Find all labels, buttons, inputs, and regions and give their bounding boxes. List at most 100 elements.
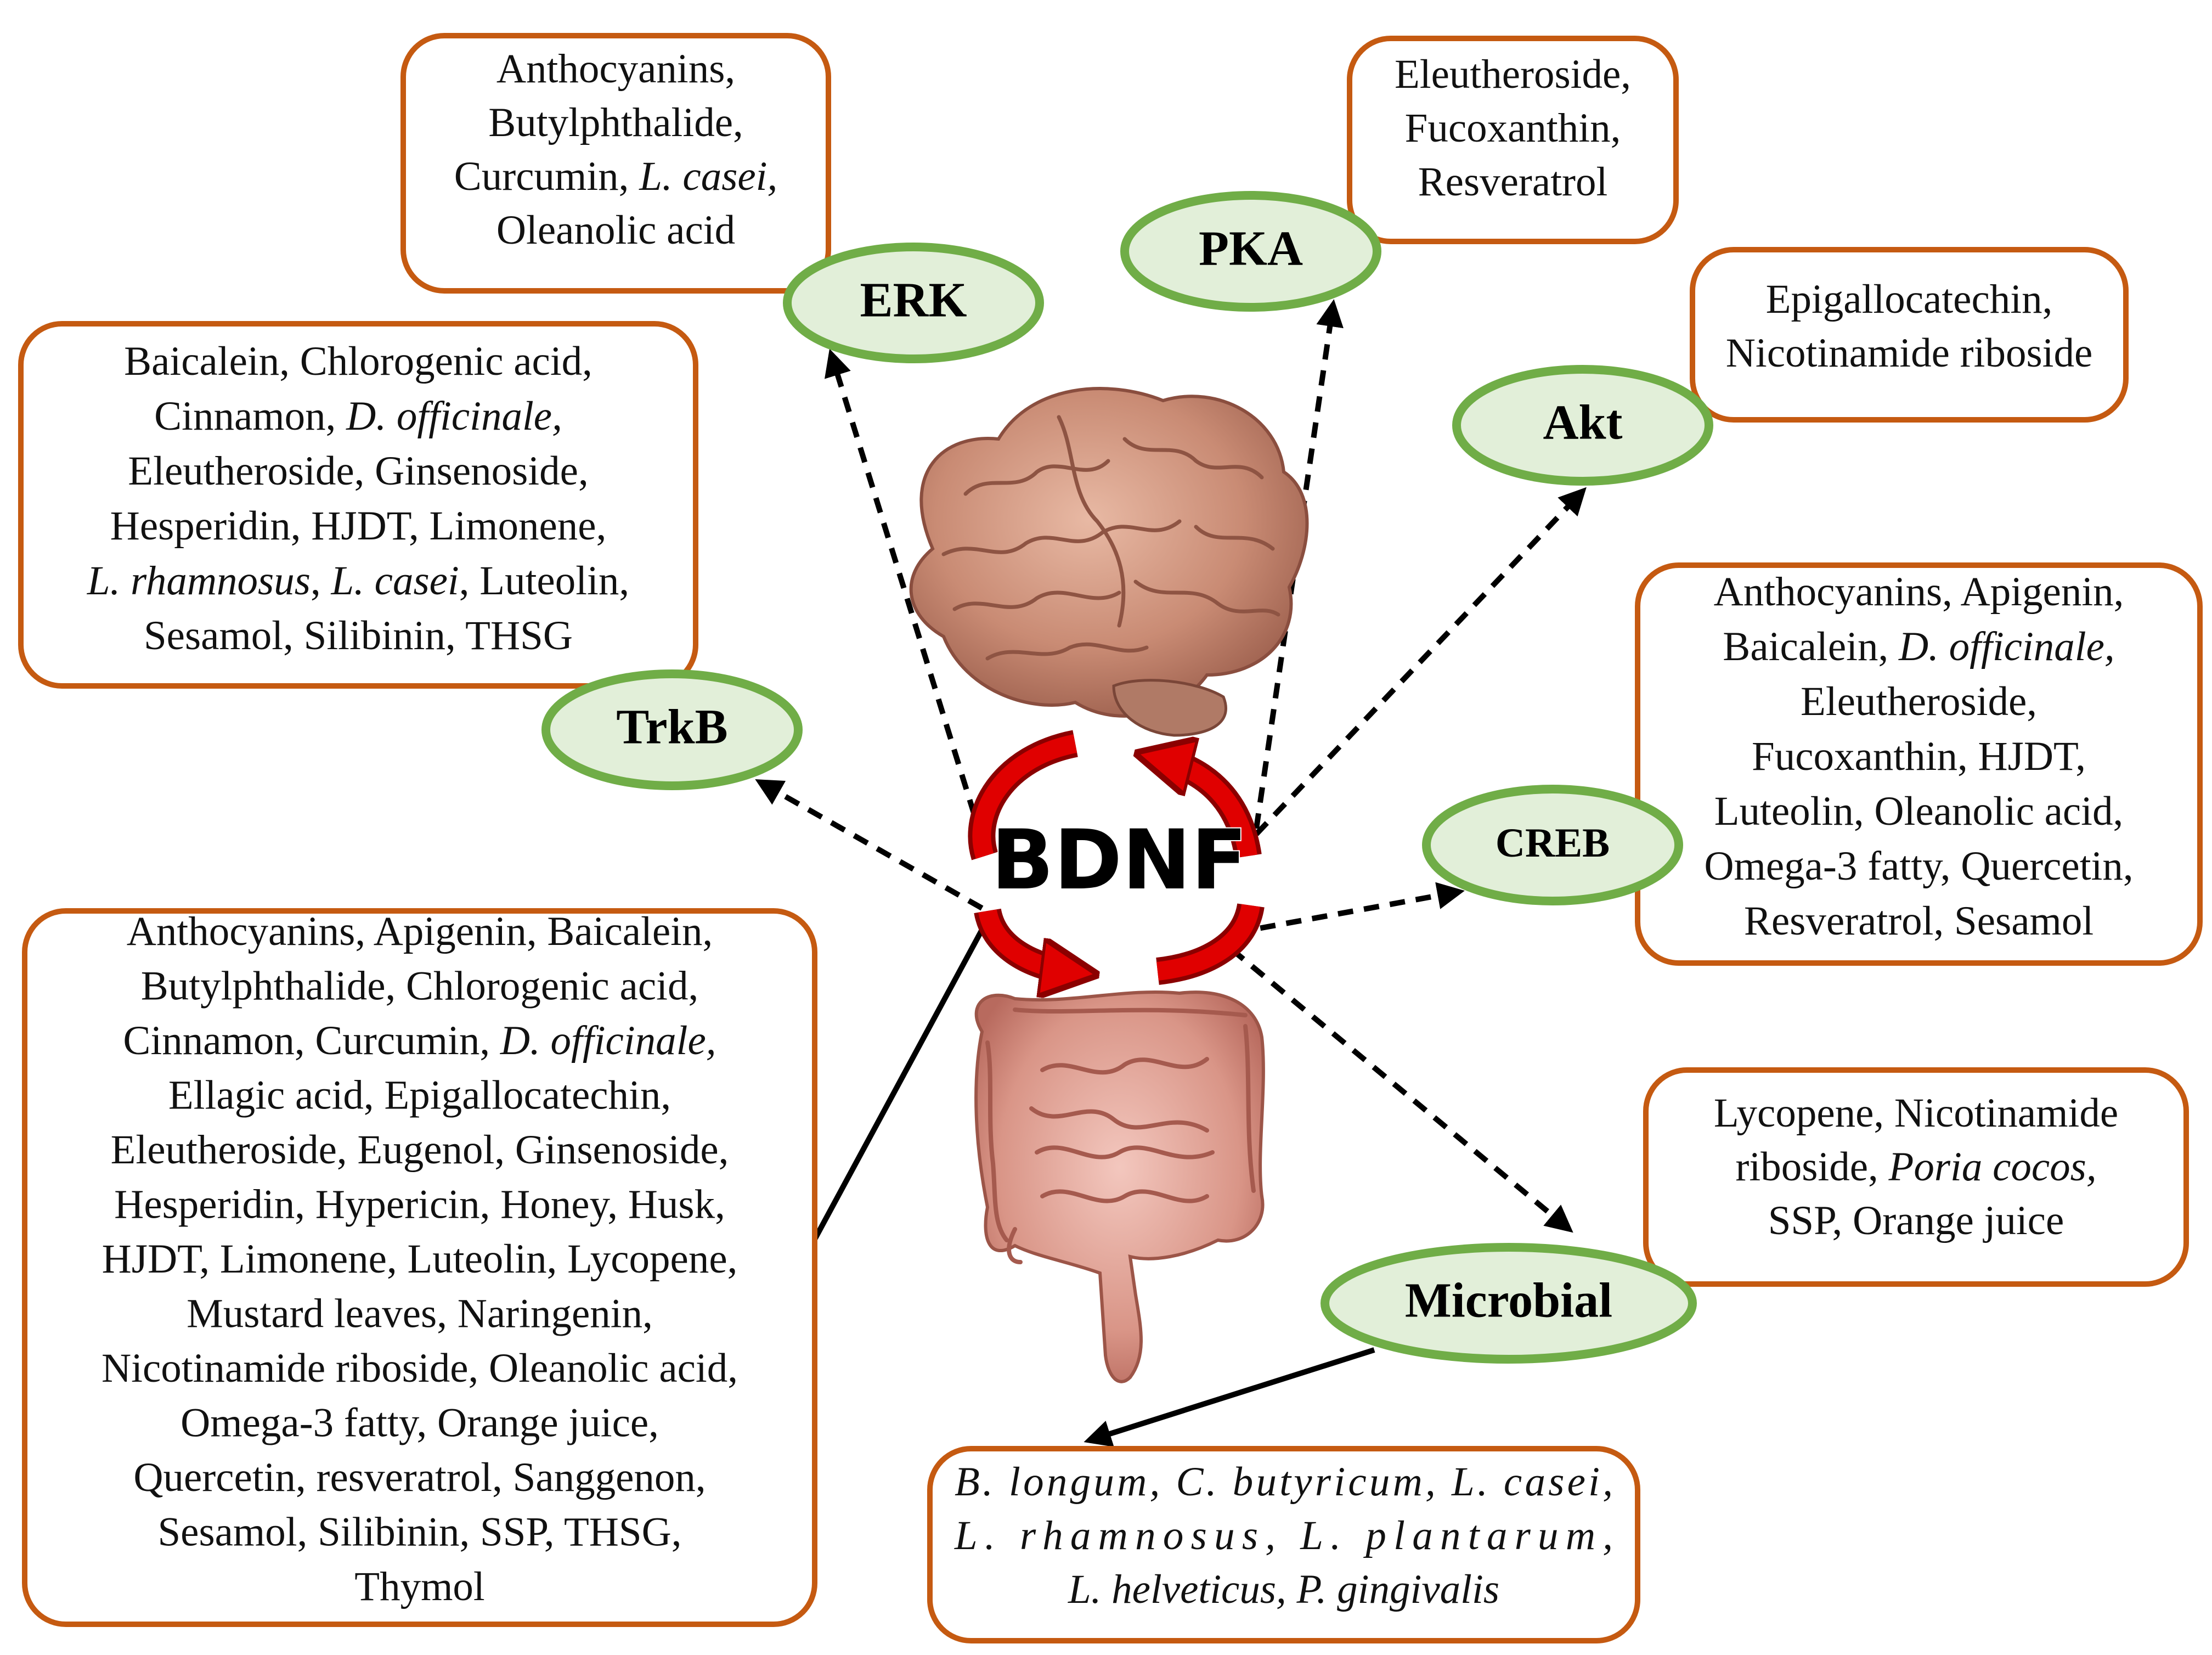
box-trkb-line: Hesperidin, HJDT, Limonene, (110, 503, 607, 549)
box-gut-compounds-line: Cinnamon, Curcumin, D. officinale, (123, 1018, 716, 1063)
oval-microbial: Microbial (1321, 1243, 1697, 1364)
compound-text: Oleanolic acid (496, 207, 735, 253)
compound-text: D. officinale, (500, 1018, 716, 1063)
compound-text: Mustard leaves, Naringenin, (187, 1291, 653, 1337)
oval-creb: CREB (1422, 785, 1683, 905)
compound-text: Omega-3 fatty, Orange juice, (180, 1400, 659, 1446)
box-creb-line: Anthocyanins, Apigenin, (1714, 569, 2124, 615)
oval-trkb-label: TrkB (616, 700, 727, 755)
oval-creb-label: CREB (1496, 820, 1610, 866)
box-gut-compounds-line: Sesamol, Silibinin, SSP, THSG, (157, 1510, 681, 1555)
box-microbial: Lycopene, Nicotinamide riboside, Poria co… (1643, 1067, 2189, 1287)
box-akt: Epigallocatechin, Nicotinamide riboside (1690, 247, 2129, 423)
box-pka-line: Fucoxanthin, (1405, 105, 1621, 151)
compound-text: Ellagic acid, Epigallocatechin, (168, 1073, 671, 1118)
box-gut-compounds: Anthocyanins, Apigenin, Baicalein, Butylp… (22, 908, 817, 1627)
oval-pka-shape (1120, 191, 1381, 312)
compound-text: Quercetin, resveratrol, Sanggenon, (133, 1455, 706, 1500)
compound-text: Eleutheroside, Eugenol, Ginsenoside, (111, 1127, 729, 1173)
box-creb-line: Fucoxanthin, HJDT, (1752, 734, 2086, 779)
arrow-to-creb (1234, 882, 1465, 936)
compound-text: riboside, (1735, 1144, 1888, 1190)
compound-text: Curcumin, (454, 154, 639, 199)
box-gut-compounds-line: Anthocyanins, Apigenin, Baicalein, (127, 909, 713, 954)
compound-text: Sesamol, Silibinin, SSP, THSG, (157, 1510, 681, 1555)
compound-text: D. officinale, (346, 393, 562, 439)
compound-text: D. officinale, (1898, 624, 2115, 669)
compound-text: Lycopene, Nicotinamide (1714, 1090, 2118, 1136)
box-gut-compounds-line: Hesperidin, Hypericin, Honey, Husk, (114, 1182, 725, 1228)
box-akt-line: Nicotinamide riboside (1726, 330, 2093, 376)
box-trkb-border (18, 321, 698, 689)
box-trkb: Baicalein, Chlorogenic acid, Cinnamon, D.… (18, 321, 698, 689)
arrow-to-trkb (755, 779, 984, 911)
box-bacteria-line: L. helveticus, P. gingivalis (1068, 1567, 1499, 1612)
box-erk-line: Curcumin, L. casei, (454, 154, 778, 199)
compound-text: Epigallocatechin, (1766, 277, 2053, 322)
oval-microbial-shape (1321, 1243, 1697, 1364)
oval-erk-shape (783, 243, 1044, 363)
compound-text: L. rhamnosus, L. plantarum, (954, 1513, 1613, 1558)
box-microbial-line: SSP, Orange juice (1768, 1198, 2064, 1243)
box-pka: Eleutheroside,Fucoxanthin,Resveratrol (1347, 36, 1679, 244)
box-gut-compounds-line: Thymol (354, 1564, 485, 1609)
oval-erk: ERK (783, 243, 1044, 363)
box-gut-compounds-line: Ellagic acid, Epigallocatechin, (168, 1073, 671, 1118)
box-gut-compounds-line: Butylphthalide, Chlorogenic acid, (141, 964, 698, 1009)
compound-text: Eleutheroside, Ginsenoside, (128, 448, 588, 494)
oval-akt-label: Akt (1543, 396, 1622, 450)
compound-text: Eleutheroside, (1801, 679, 2037, 724)
center-label: BDNF (991, 813, 1248, 908)
box-creb: Anthocyanins, Apigenin, Baicalein, D. off… (1635, 562, 2203, 966)
arrow-to-bacteria-box (1084, 1347, 1375, 1447)
box-gut-compounds-border (22, 908, 817, 1627)
arrow-to-erk (824, 348, 985, 841)
oval-pka-label: PKA (1199, 222, 1303, 276)
compound-text: Resveratrol, Sesamol (1744, 898, 2094, 944)
box-pka-border (1347, 36, 1679, 244)
box-trkb-line: Cinnamon, D. officinale, (154, 393, 562, 439)
compound-text: Butylphthalide, Chlorogenic acid, (141, 964, 698, 1009)
compound-text: Luteolin, Oleanolic acid, (1714, 789, 2124, 834)
box-erk-line: Butylphthalide, (488, 100, 743, 145)
compound-text: Fucoxanthin, HJDT, (1752, 734, 2086, 779)
compound-text: Cinnamon, (154, 393, 346, 439)
oval-microbial-label: Microbial (1405, 1274, 1612, 1328)
box-creb-line: Eleutheroside, (1801, 679, 2037, 724)
box-trkb-line: L. rhamnosus, L. casei, Luteolin, (87, 558, 629, 604)
oval-akt-shape (1452, 365, 1713, 486)
compound-boxes: Anthocyanins,Butylphthalide,Curcumin, L.… (18, 33, 2203, 1643)
box-gut-compounds-line: Nicotinamide riboside, Oleanolic acid, (101, 1346, 738, 1391)
box-bacteria-line: L. rhamnosus, L. plantarum, (954, 1513, 1613, 1558)
box-microbial-line: Lycopene, Nicotinamide (1714, 1090, 2118, 1136)
compound-text: B. longum, C. butyricum, L. casei, (955, 1459, 1613, 1505)
oval-erk-label: ERK (860, 273, 967, 328)
oval-creb-shape (1422, 785, 1683, 905)
compound-text: Hesperidin, HJDT, Limonene, (110, 503, 607, 549)
box-gut-compounds-line: Omega-3 fatty, Orange juice, (180, 1400, 659, 1446)
box-creb-line: Baicalein, D. officinale, (1723, 624, 2114, 669)
compound-text: Anthocyanins, Apigenin, Baicalein, (127, 909, 713, 954)
compound-text: HJDT, Limonene, Luteolin, Lycopene, (102, 1236, 738, 1282)
box-trkb-line: Eleutheroside, Ginsenoside, (128, 448, 588, 494)
compound-text: L. rhamnosus (87, 558, 311, 604)
arrow-to-microbial (1229, 947, 1573, 1233)
compound-text: L. helveticus, P. gingivalis (1068, 1567, 1499, 1612)
box-gut-compounds-line: HJDT, Limonene, Luteolin, Lycopene, (102, 1236, 738, 1282)
oval-trkb-shape (541, 669, 803, 790)
box-creb-line: Resveratrol, Sesamol (1744, 898, 2094, 944)
compound-text: Fucoxanthin, (1405, 105, 1621, 151)
box-gut-compounds-line: Quercetin, resveratrol, Sanggenon, (133, 1455, 706, 1500)
compound-text: Thymol (354, 1564, 485, 1609)
compound-text: L. casei, (639, 154, 777, 199)
bdnf-cycle: BDNF (968, 730, 1265, 971)
compound-text: Nicotinamide riboside (1726, 330, 2093, 376)
box-bacteria: B. longum, C. butyricum, L. casei, L. rha… (927, 1446, 1640, 1643)
compound-text: Baicalein, (1723, 624, 1899, 669)
compound-text: Hesperidin, Hypericin, Honey, Husk, (114, 1182, 725, 1228)
box-pka-line: Eleutheroside, (1395, 52, 1631, 97)
box-microbial-line: riboside, Poria cocos, (1735, 1144, 2096, 1190)
box-akt-border (1690, 247, 2129, 423)
oval-pka: PKA (1120, 191, 1381, 312)
compound-text: Baicalein, Chlorogenic acid, (124, 339, 592, 384)
